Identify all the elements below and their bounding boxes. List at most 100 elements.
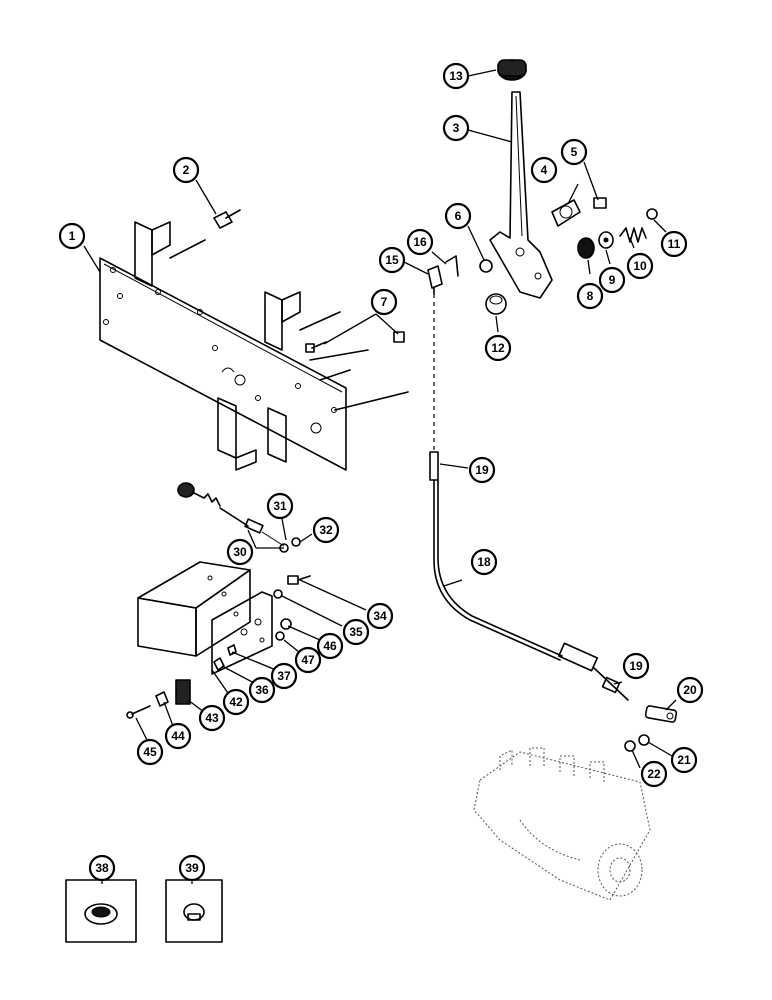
callout-6: 6 <box>444 202 472 230</box>
clevis-pin <box>445 255 459 277</box>
callout-22: 22 <box>640 760 668 788</box>
washer <box>598 231 614 249</box>
callout-1: 1 <box>58 222 86 250</box>
nut <box>280 618 292 630</box>
callout-47: 47 <box>294 646 322 674</box>
callout-44: 44 <box>164 722 192 750</box>
svg-text:11: 11 <box>668 237 681 251</box>
svg-text:19: 19 <box>629 659 643 673</box>
svg-text:22: 22 <box>647 767 661 781</box>
svg-text:37: 37 <box>277 669 291 683</box>
svg-text:21: 21 <box>677 753 691 767</box>
svg-text:39: 39 <box>185 861 199 875</box>
svg-text:47: 47 <box>301 653 315 667</box>
svg-text:45: 45 <box>143 745 157 759</box>
inset-box-grommet <box>65 879 137 943</box>
mounting-plate <box>99 221 409 471</box>
svg-text:13: 13 <box>449 69 463 83</box>
svg-text:42: 42 <box>229 695 243 709</box>
svg-text:10: 10 <box>633 259 647 273</box>
callout-20: 20 <box>676 676 704 704</box>
svg-text:18: 18 <box>477 555 491 569</box>
svg-text:8: 8 <box>587 289 594 303</box>
svg-text:44: 44 <box>171 729 185 743</box>
bolt <box>287 575 311 585</box>
svg-text:4: 4 <box>541 163 548 177</box>
bolt <box>213 209 241 229</box>
clamp <box>155 691 169 707</box>
callout-30: 30 <box>226 538 254 566</box>
svg-text:7: 7 <box>381 295 388 309</box>
jam-nut <box>624 740 636 752</box>
callout-15: 15 <box>378 246 406 274</box>
callout-32: 32 <box>312 516 340 544</box>
callout-43: 43 <box>198 704 226 732</box>
svg-text:5: 5 <box>571 145 578 159</box>
svg-text:15: 15 <box>385 253 399 267</box>
svg-text:32: 32 <box>319 523 333 537</box>
callout-11: 11 <box>660 230 688 258</box>
callout-31: 31 <box>266 492 294 520</box>
disc-washer <box>577 237 595 259</box>
callout-10: 10 <box>626 252 654 280</box>
callout-46: 46 <box>316 632 344 660</box>
callout-16: 16 <box>406 228 434 256</box>
washer <box>273 589 283 599</box>
svg-text:34: 34 <box>373 609 387 623</box>
svg-text:31: 31 <box>273 499 287 513</box>
svg-text:36: 36 <box>255 683 269 697</box>
inset-box-plug <box>165 879 223 943</box>
callout-35: 35 <box>342 618 370 646</box>
screw <box>593 197 607 209</box>
callout-21: 21 <box>670 746 698 774</box>
svg-text:3: 3 <box>453 121 460 135</box>
small-washer <box>291 537 301 547</box>
svg-text:2: 2 <box>183 163 190 177</box>
callout-18: 18 <box>470 548 498 576</box>
leader-lines <box>83 69 677 884</box>
block <box>175 679 191 705</box>
callout-45: 45 <box>136 738 164 766</box>
svg-text:1: 1 <box>69 229 76 243</box>
callout-4: 4 <box>530 156 558 184</box>
clip <box>213 657 225 671</box>
spring <box>619 227 647 243</box>
screw <box>126 705 151 719</box>
svg-text:30: 30 <box>233 545 247 559</box>
svg-text:35: 35 <box>349 625 363 639</box>
svg-text:12: 12 <box>491 341 505 355</box>
svg-text:43: 43 <box>205 711 219 725</box>
clip <box>227 644 237 656</box>
callout-13: 13 <box>442 62 470 90</box>
callout-38: 38 <box>88 854 116 882</box>
injection-pump <box>473 747 651 901</box>
svg-text:19: 19 <box>475 463 489 477</box>
callout-19-upper: 19 <box>468 456 496 484</box>
screw-pair <box>305 331 405 353</box>
callout-5: 5 <box>560 138 588 166</box>
svg-text:9: 9 <box>609 273 616 287</box>
pivot-block <box>551 199 581 227</box>
washer <box>275 631 285 641</box>
nut <box>646 208 658 220</box>
callout-7: 7 <box>370 288 398 316</box>
svg-text:46: 46 <box>323 639 337 653</box>
throttle-lever <box>489 59 553 299</box>
callout-2: 2 <box>172 156 200 184</box>
throttle-cable <box>429 451 629 701</box>
callout-39: 39 <box>178 854 206 882</box>
clevis <box>427 265 443 295</box>
lock-nut <box>638 734 650 746</box>
callout-3: 3 <box>442 114 470 142</box>
callout-8: 8 <box>576 282 604 310</box>
hand-throttle-control <box>177 482 285 547</box>
callout-36: 36 <box>248 676 276 704</box>
svg-text:6: 6 <box>455 209 462 223</box>
swivel-fitting <box>644 705 678 723</box>
callout-19-lower: 19 <box>622 652 650 680</box>
callout-37: 37 <box>270 662 298 690</box>
control-bracket <box>137 561 273 675</box>
svg-text:16: 16 <box>413 235 427 249</box>
nut <box>479 259 493 273</box>
